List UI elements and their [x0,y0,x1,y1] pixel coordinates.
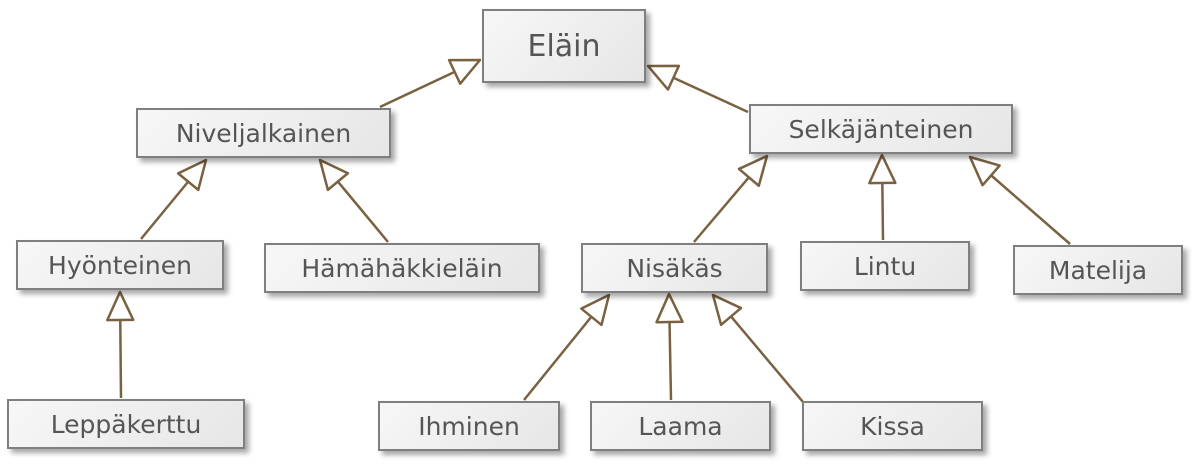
generalization-edge [140,158,208,240]
generalization-edge [655,292,684,401]
edge-line [668,321,673,401]
class-node-niveljalkainen: Niveljalkainen [136,108,391,158]
edge-line [990,174,1071,245]
edge-line [336,180,389,243]
class-node-label: Laama [638,411,723,441]
class-node-hamahakkielain: Hämähäkkieläin [264,243,540,293]
edge-line [881,182,885,241]
edge-line [379,70,456,109]
generalization-edge [523,293,611,401]
edge-line [119,319,123,399]
class-node-hyonteinen: Hyönteinen [16,240,224,290]
edge-line [140,180,190,240]
class-node-label: Hyönteinen [48,250,192,280]
class-node-label: Selkäjänteinen [788,114,974,144]
generalization-edge [106,290,135,399]
hollow-arrowhead-icon [737,154,769,188]
class-node-label: Nisäkäs [626,253,723,283]
class-node-laama: Laama [590,401,771,451]
class-node-leppakerttu: Leppäkerttu [7,399,245,449]
class-node-selkajanteinen: Selkäjänteinen [749,104,1013,154]
edge-line [672,76,749,114]
class-node-label: Lintu [853,251,917,281]
class-node-label: Matelija [1048,255,1148,285]
class-node-label: Niveljalkainen [175,118,352,148]
class-node-label: Hämähäkkieläin [301,253,503,283]
generalization-edge [318,158,389,243]
hollow-arrowhead-icon [580,293,611,327]
hollow-arrowhead-icon [711,293,743,327]
hollow-arrowhead-icon [176,158,208,192]
generalization-edge [711,293,804,403]
class-node-elain: Eläin [482,9,646,83]
hollow-arrowhead-icon [318,158,350,192]
hollow-arrowhead-icon [106,290,135,322]
hollow-arrowhead-icon [646,64,681,91]
generalization-edge [968,155,1071,245]
edge-line [693,176,750,243]
class-node-kissa: Kissa [802,401,983,451]
class-node-matelija: Matelija [1013,245,1183,295]
generalization-edge [646,64,749,114]
edge-line [730,315,804,403]
class-node-label: Kissa [860,411,925,441]
generalization-edge [693,154,769,243]
class-node-label: Ihminen [418,411,520,441]
generalization-edge [868,153,897,241]
edge-line [523,315,593,401]
class-node-ihminen: Ihminen [378,401,560,451]
hollow-arrowhead-icon [447,58,482,85]
hollow-arrowhead-icon [868,153,897,185]
generalization-edge [379,58,482,109]
class-node-lintu: Lintu [800,241,970,291]
hollow-arrowhead-icon [655,292,684,324]
hollow-arrowhead-icon [968,155,1001,187]
class-node-label: Leppäkerttu [50,409,202,439]
class-node-nisakas: Nisäkäs [581,243,768,293]
class-node-label: Eläin [527,28,601,64]
